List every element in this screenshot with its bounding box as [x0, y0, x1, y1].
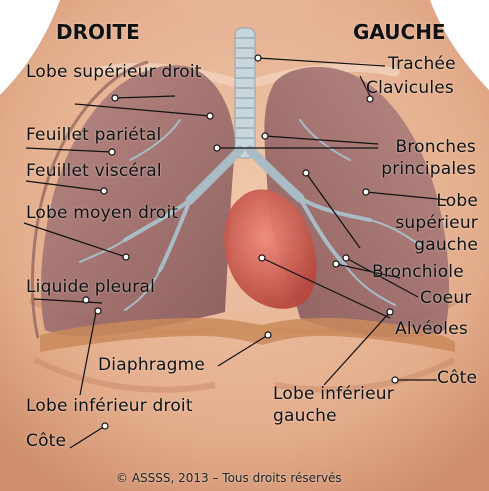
label-lobe-inferieur-gauche: Lobe inférieur gauche — [273, 383, 433, 427]
label-coeur: Coeur — [420, 290, 472, 307]
label-cote-droit: Côte — [26, 433, 66, 450]
label-bronchiole: Bronchiole — [372, 264, 464, 281]
copyright-notice: © ASSSS, 2013 – Tous droits réservés — [116, 472, 342, 484]
label-liquide-pleural: Liquide pleural — [26, 279, 155, 296]
label-cote-gauche: Côte — [437, 370, 477, 387]
label-bronches-principales: Bronches principales — [364, 136, 476, 180]
label-lobe-superieur-gauche: Lobe supérieur gauche — [388, 190, 478, 256]
label-trachee: Trachée — [388, 56, 456, 73]
label-lobe-moyen-droit: Lobe moyen droit — [26, 205, 178, 222]
label-lobe-inferieur-droit: Lobe inférieur droit — [26, 398, 193, 415]
label-alveoles: Alvéoles — [395, 321, 468, 338]
label-clavicules: Clavicules — [366, 80, 454, 97]
label-feuillet-visceral: Feuillet viscéral — [26, 163, 162, 180]
trachea — [235, 28, 255, 158]
header-droite: DROITE — [56, 22, 140, 42]
header-gauche: GAUCHE — [353, 22, 446, 42]
label-diaphragme: Diaphragme — [98, 357, 205, 374]
label-feuillet-parietal: Feuillet pariétal — [26, 127, 161, 144]
label-lobe-superieur-droit: Lobe supérieur droit — [26, 60, 216, 85]
